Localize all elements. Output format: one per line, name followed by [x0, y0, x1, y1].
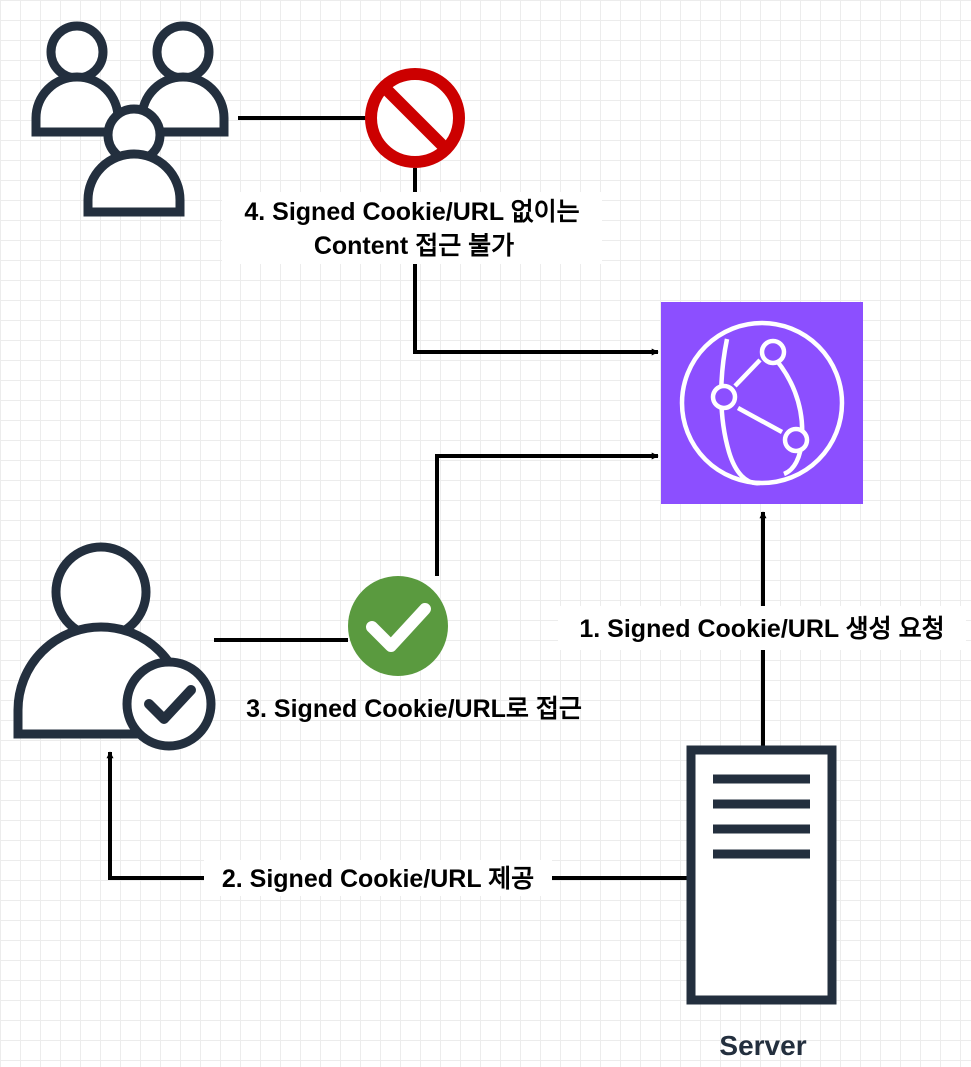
- step2-label: 2. Signed Cookie/URL 제공: [222, 865, 534, 893]
- step4-label-bg: [222, 192, 602, 264]
- step2-label-bg: [204, 860, 552, 896]
- step1-label: 1. Signed Cookie/URL 생성 요청: [579, 615, 944, 643]
- step1-label-bg: [558, 606, 966, 650]
- step3-label: 3. Signed Cookie/URL로 접근: [246, 695, 582, 723]
- arrow-allowed-to-cloudfront: [435, 452, 659, 576]
- verified-user-icon: [13, 542, 216, 751]
- cloudfront-icon: [661, 302, 863, 504]
- check-icon: [348, 576, 448, 676]
- step4-label-line2: Content 접근 불가: [314, 232, 514, 260]
- server-label: Server: [719, 1030, 806, 1061]
- users-group-icon: [31, 21, 229, 217]
- step4-label-line1: 4. Signed Cookie/URL 없이는: [244, 198, 579, 226]
- prohibited-icon: [365, 68, 465, 168]
- arrow-server-to-user: [106, 751, 688, 880]
- server-icon: [686, 745, 837, 1005]
